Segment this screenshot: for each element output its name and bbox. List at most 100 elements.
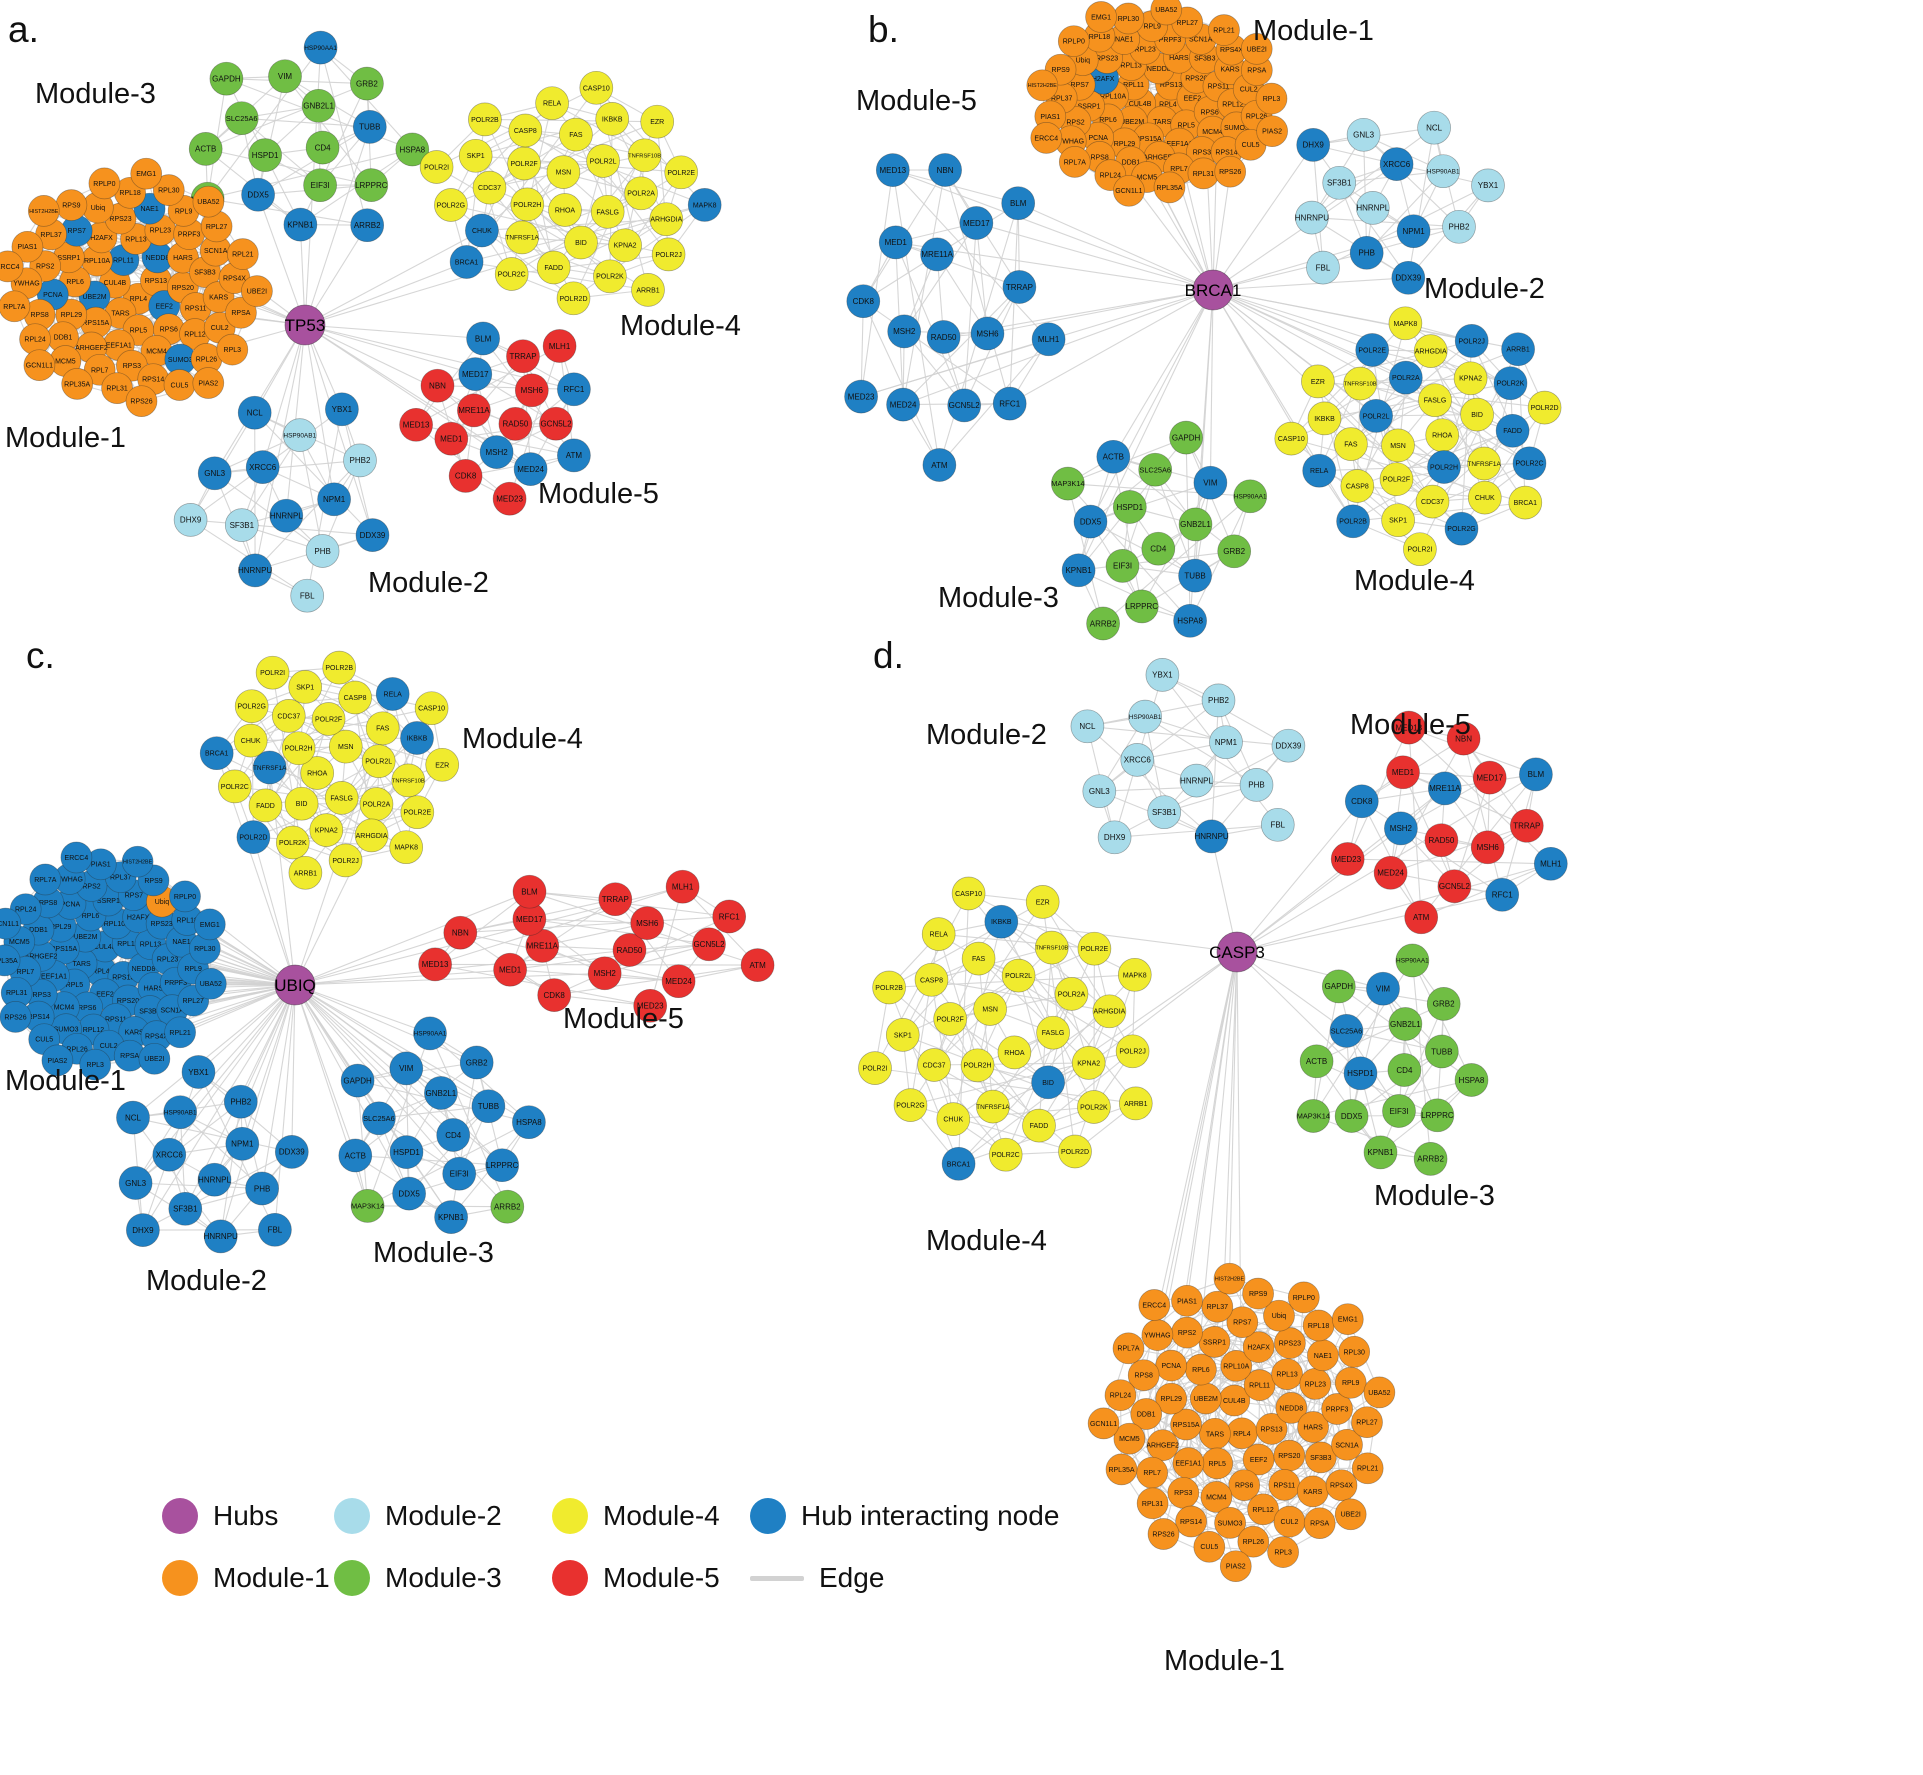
node-XRCC6: XRCC6 [1379,147,1414,181]
svg-text:ERCC4: ERCC4 [1034,135,1058,142]
node-POLR2D: POLR2D [1058,1134,1092,1169]
node-MRE11A: MRE11A [1427,771,1462,806]
node-POLR2A: POLR2A [1054,977,1089,1011]
panel-letter: b. [868,9,899,50]
svg-text:LRPPRC: LRPPRC [1421,1111,1454,1120]
node-GRB2: GRB2 [350,66,384,101]
node-CASP8: CASP8 [508,113,543,148]
node-FAS: FAS [961,941,996,976]
svg-text:EEF1A1: EEF1A1 [1166,141,1192,148]
node-RPL3: RPL3 [79,1048,112,1081]
node-EEF2: EEF2 [1242,1443,1275,1476]
node-GCN5L2: GCN5L2 [539,406,573,441]
node-MED23: MED23 [1330,842,1365,876]
svg-text:FASLG: FASLG [1424,398,1447,405]
node-MLH1: MLH1 [1533,846,1568,881]
svg-text:CUL4B: CUL4B [1129,101,1152,108]
node-RPL7: RPL7 [1136,1456,1168,1489]
svg-text:RPS6: RPS6 [1200,109,1218,116]
svg-text:POLR2D: POLR2D [559,296,587,303]
node-RPL21: RPL21 [1208,14,1240,46]
node-CASP8: CASP8 [338,680,372,715]
svg-text:MED17: MED17 [1476,773,1503,782]
node-H2AFX: H2AFX [1242,1331,1275,1363]
svg-text:BLM: BLM [1010,199,1027,208]
svg-text:POLR2I: POLR2I [424,164,449,171]
svg-text:RPL30: RPL30 [158,188,180,195]
svg-text:RPL11: RPL11 [117,941,138,948]
svg-text:GRB2: GRB2 [466,1058,488,1067]
node-POLR2K: POLR2K [593,259,627,294]
svg-text:MSH6: MSH6 [521,386,544,395]
node-RPL4: RPL4 [1226,1417,1258,1450]
svg-text:GNL3: GNL3 [204,469,225,478]
node-POLR2G: POLR2G [893,1088,928,1122]
svg-text:RPS11: RPS11 [1273,1482,1295,1489]
svg-text:MED13: MED13 [422,960,449,969]
svg-text:RPS20: RPS20 [1185,75,1207,82]
node-NCL: NCL [116,1100,150,1135]
svg-text:CDC37: CDC37 [277,713,300,720]
svg-text:RPS15A: RPS15A [1135,136,1162,143]
node-KARS: KARS [1296,1475,1329,1508]
svg-text:HSPA8: HSPA8 [516,1118,542,1127]
svg-text:SUMO3: SUMO3 [168,357,193,364]
svg-text:RPL18: RPL18 [176,918,198,925]
svg-text:RPL26: RPL26 [1246,113,1268,120]
node-RPS26: RPS26 [125,385,158,418]
node-POLR2L: POLR2L [361,744,396,779]
node-GNL3: GNL3 [1346,117,1381,152]
node-KPNB1: KPNB1 [434,1200,468,1234]
svg-text:RAD50: RAD50 [931,333,957,342]
module-label: Module-2 [1424,273,1545,305]
svg-text:MCM5: MCM5 [55,359,76,366]
svg-text:SUMO3: SUMO3 [1218,1520,1243,1527]
node-NBN: NBN [928,153,962,187]
svg-text:GAPDH: GAPDH [343,1076,372,1085]
svg-text:FBL: FBL [1316,263,1331,272]
node-KPNA2: KPNA2 [1453,361,1488,396]
svg-text:RPL37: RPL37 [1207,1304,1229,1311]
node-CDC37: CDC37 [1415,484,1450,519]
node-MED23: MED23 [492,481,527,516]
node-DDX39: DDX39 [1271,728,1306,763]
node-CDK8: CDK8 [448,459,483,493]
svg-text:RPL5: RPL5 [66,982,84,989]
svg-text:GCN5L2: GCN5L2 [540,420,572,429]
node-RPL12: RPL12 [1247,1493,1279,1526]
node-EIF3I: EIF3I [1105,549,1140,583]
svg-text:ARRB2: ARRB2 [354,221,381,230]
node-MLH1: MLH1 [665,869,700,904]
svg-text:VIM: VIM [278,72,293,81]
svg-text:EIF3I: EIF3I [1389,1107,1408,1116]
node-NEDD8: NEDD8 [1275,1392,1308,1424]
svg-text:NEDD8: NEDD8 [1147,66,1171,73]
svg-text:MSH2: MSH2 [485,448,508,457]
svg-text:RPS14: RPS14 [142,377,164,384]
svg-text:Ubiq: Ubiq [155,899,170,906]
svg-text:RHOA: RHOA [1432,433,1453,440]
svg-text:NAE1: NAE1 [140,206,158,213]
node-HSPA8: HSPA8 [512,1105,546,1140]
svg-text:ARHGDIA: ARHGDIA [650,217,682,224]
svg-text:RPL21: RPL21 [232,252,254,259]
node-POLR2G: POLR2G [1444,511,1479,546]
svg-text:ARRB1: ARRB1 [1506,347,1529,354]
svg-text:ACTB: ACTB [345,1151,366,1160]
node-GAPDH: GAPDH [209,61,244,96]
node-MED13: MED13 [418,947,452,982]
svg-text:RPLP0: RPLP0 [1293,1295,1315,1302]
module-label: Module-5 [538,478,659,510]
node-RPL35A: RPL35A [1105,1453,1138,1486]
node-MRE11A: MRE11A [920,237,954,272]
svg-text:EEF1A1: EEF1A1 [41,973,67,980]
node-POLR2J: POLR2J [328,843,363,878]
svg-text:YWHAG: YWHAG [1058,139,1084,146]
node-ARRB2: ARRB2 [350,208,385,243]
svg-text:MAP3K14: MAP3K14 [1297,1112,1330,1121]
svg-text:HSPD1: HSPD1 [1347,1069,1374,1078]
svg-text:FAS: FAS [569,132,583,139]
node-ACTB: ACTB [338,1138,373,1173]
svg-text:RPS11: RPS11 [1208,84,1230,91]
svg-text:KPNA2: KPNA2 [614,243,637,250]
